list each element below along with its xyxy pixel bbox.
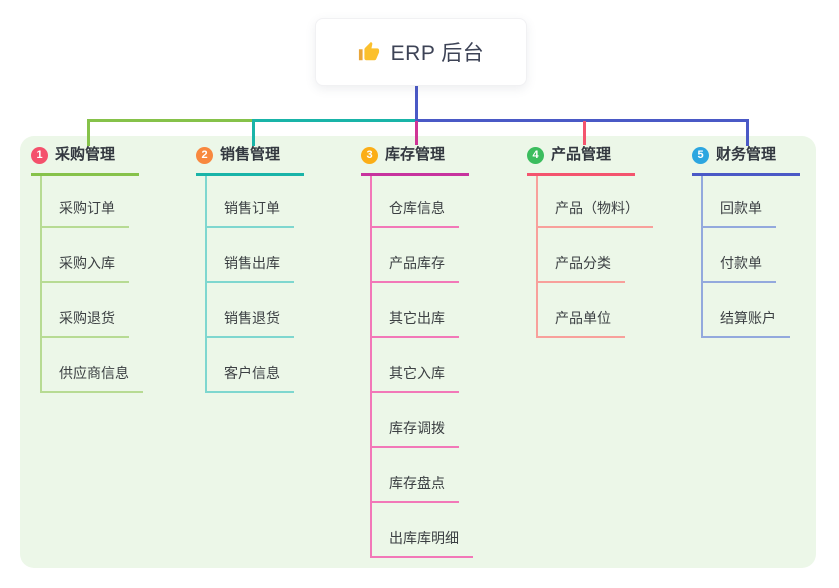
branch-header[interactable]: 5 财务管理 bbox=[692, 145, 801, 176]
child-node[interactable]: 采购退货 bbox=[42, 283, 129, 338]
child-label: 库存盘点 bbox=[389, 475, 445, 491]
child-node[interactable]: 销售出库 bbox=[207, 228, 294, 283]
branch-index-badge: 2 bbox=[196, 146, 213, 164]
child-label: 采购退货 bbox=[59, 310, 115, 326]
child-node[interactable]: 采购入库 bbox=[42, 228, 129, 283]
child-label: 付款单 bbox=[720, 255, 762, 271]
branch-title: 产品管理 bbox=[551, 146, 612, 163]
connector-drop-procurement bbox=[87, 119, 90, 146]
child-label: 采购入库 bbox=[59, 255, 115, 271]
child-node[interactable]: 产品（物料） bbox=[538, 176, 653, 228]
branch-header[interactable]: 4 产品管理 bbox=[527, 145, 636, 176]
branch-children: 回款单 付款单 结算账户 bbox=[701, 176, 800, 338]
branch-header[interactable]: 2 销售管理 bbox=[196, 145, 305, 176]
branch-title: 财务管理 bbox=[716, 146, 777, 163]
child-node[interactable]: 产品库存 bbox=[372, 228, 459, 283]
child-node[interactable]: 其它入库 bbox=[372, 338, 459, 393]
child-label: 产品库存 bbox=[389, 255, 445, 271]
branch-index-badge: 5 bbox=[692, 146, 709, 164]
branch-header[interactable]: 1 采购管理 bbox=[31, 145, 140, 176]
child-node[interactable]: 出库库明细 bbox=[372, 503, 473, 558]
child-node[interactable]: 产品单位 bbox=[538, 283, 625, 338]
child-node[interactable]: 其它出库 bbox=[372, 283, 459, 338]
child-label: 销售订单 bbox=[224, 200, 280, 216]
child-label: 仓库信息 bbox=[389, 200, 445, 216]
branch-index-badge: 4 bbox=[527, 146, 544, 164]
child-node[interactable]: 销售订单 bbox=[207, 176, 294, 228]
connector-drop-inventory bbox=[415, 121, 418, 145]
child-label: 产品单位 bbox=[555, 310, 611, 326]
branch-finance: 5 财务管理 回款单 付款单 结算账户 bbox=[692, 145, 801, 338]
connector-drop-product bbox=[583, 121, 586, 145]
branch-children: 销售订单 销售出库 销售退货 客户信息 bbox=[205, 176, 304, 393]
connector-drop-sales bbox=[252, 119, 255, 146]
child-label: 采购订单 bbox=[59, 200, 115, 216]
branch-title: 采购管理 bbox=[55, 146, 116, 163]
child-label: 销售退货 bbox=[224, 310, 280, 326]
child-label: 客户信息 bbox=[224, 365, 280, 381]
child-label: 回款单 bbox=[720, 200, 762, 216]
branch-title: 销售管理 bbox=[220, 146, 281, 163]
child-node[interactable]: 产品分类 bbox=[538, 228, 625, 283]
branch-product: 4 产品管理 产品（物料） 产品分类 产品单位 bbox=[527, 145, 653, 338]
child-label: 产品（物料） bbox=[555, 200, 639, 216]
child-label: 结算账户 bbox=[720, 310, 776, 326]
connector-bus-mid bbox=[252, 119, 416, 122]
child-node[interactable]: 销售退货 bbox=[207, 283, 294, 338]
child-label: 其它出库 bbox=[389, 310, 445, 326]
child-node[interactable]: 库存盘点 bbox=[372, 448, 459, 503]
branch-sales: 2 销售管理 销售订单 销售出库 销售退货 客户信息 bbox=[196, 145, 305, 393]
child-node[interactable]: 回款单 bbox=[703, 176, 776, 228]
branch-header[interactable]: 3 库存管理 bbox=[361, 145, 470, 176]
thumbs-up-icon bbox=[358, 41, 379, 61]
child-label: 库存调拨 bbox=[389, 420, 445, 436]
branch-procurement: 1 采购管理 采购订单 采购入库 采购退货 供应商信息 bbox=[31, 145, 143, 393]
child-node[interactable]: 客户信息 bbox=[207, 338, 294, 393]
child-node[interactable]: 仓库信息 bbox=[372, 176, 459, 228]
connector-drop-finance bbox=[746, 119, 749, 146]
child-node[interactable]: 库存调拨 bbox=[372, 393, 459, 448]
branch-children: 仓库信息 产品库存 其它出库 其它入库 库存调拨 库存盘点 出库库明细 bbox=[370, 176, 473, 558]
child-label: 其它入库 bbox=[389, 365, 445, 381]
child-node[interactable]: 结算账户 bbox=[703, 283, 790, 338]
root-node[interactable]: ERP 后台 bbox=[315, 18, 527, 86]
branch-inventory: 3 库存管理 仓库信息 产品库存 其它出库 其它入库 库存调拨 库存盘点 出库库… bbox=[361, 145, 473, 558]
child-label: 产品分类 bbox=[555, 255, 611, 271]
branch-index-badge: 3 bbox=[361, 146, 378, 164]
child-node[interactable]: 采购订单 bbox=[42, 176, 129, 228]
connector-root-stem bbox=[415, 84, 418, 121]
branches-panel bbox=[20, 136, 816, 568]
branch-children: 采购订单 采购入库 采购退货 供应商信息 bbox=[40, 176, 143, 393]
connector-bus-right bbox=[415, 119, 749, 122]
child-node[interactable]: 付款单 bbox=[703, 228, 776, 283]
branch-children: 产品（物料） 产品分类 产品单位 bbox=[536, 176, 653, 338]
child-label: 销售出库 bbox=[224, 255, 280, 271]
root-title: ERP 后台 bbox=[390, 42, 485, 65]
branch-index-badge: 1 bbox=[31, 146, 48, 164]
child-label: 供应商信息 bbox=[59, 365, 129, 381]
connector-bus-left bbox=[87, 119, 255, 122]
child-label: 出库库明细 bbox=[389, 530, 459, 546]
branch-title: 库存管理 bbox=[385, 146, 446, 163]
child-node[interactable]: 供应商信息 bbox=[42, 338, 143, 393]
